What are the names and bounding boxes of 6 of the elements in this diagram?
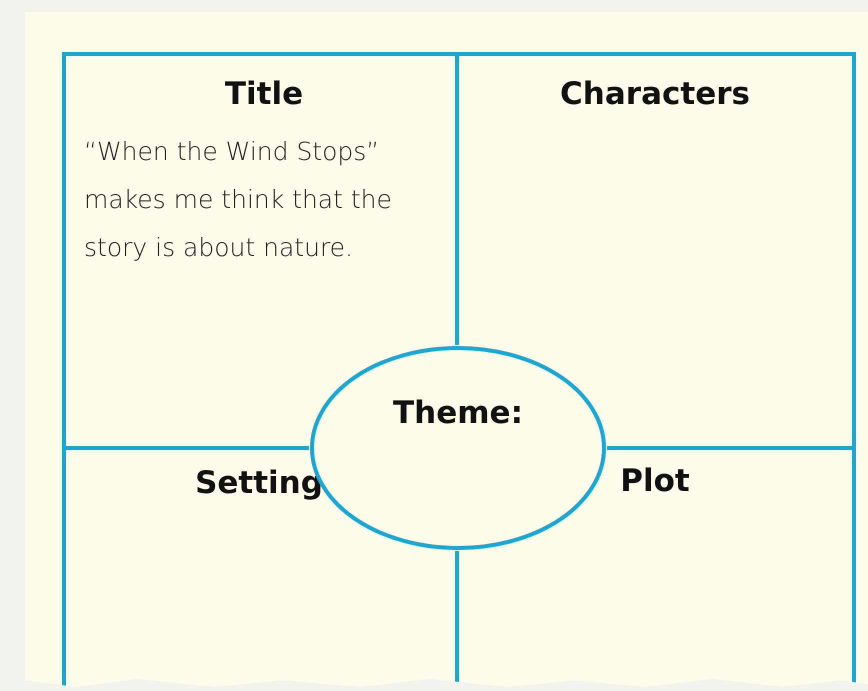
characters-heading: Characters: [560, 76, 750, 112]
setting-heading: Setting: [195, 465, 323, 501]
plot-heading: Plot: [620, 463, 690, 499]
body-text: “When the Wind Stops” makes me think that the story is about nature.: [84, 136, 393, 264]
theme-heading: Theme:: [393, 395, 523, 431]
title-heading: Title: [224, 76, 304, 112]
